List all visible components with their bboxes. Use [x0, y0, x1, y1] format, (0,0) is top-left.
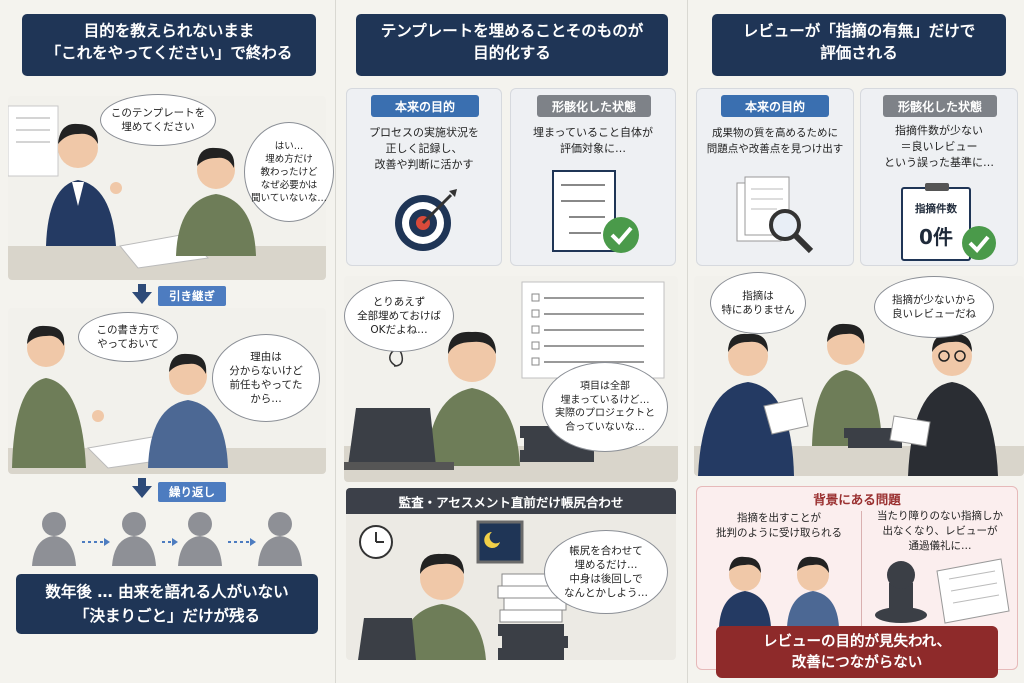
- divider: [687, 0, 688, 683]
- background-issue-title: 背景にある問題: [813, 492, 901, 507]
- down-arrow-icon: [132, 486, 152, 498]
- true-purpose-text: 成果物の質を高めるために 問題点や改善点を見つけ出す: [706, 127, 844, 155]
- flow-label-repeat: 繰り返し: [158, 482, 226, 502]
- column-review-evaluation: レビューが「指摘の有無」だけで 評価される 本来の目的 成果物の質を高めるために…: [690, 0, 1024, 683]
- handover-illustration: [8, 325, 326, 474]
- issue-criticism: 指摘を出すことが 批判のように受け取られる: [716, 512, 842, 539]
- worried-people-illustration: [719, 556, 839, 627]
- column-title: テンプレートを埋めることそのものが 目的化する: [356, 14, 668, 76]
- true-purpose-label: 本来の目的: [371, 95, 479, 117]
- review-count-value: 0件: [919, 225, 953, 249]
- checklist-done-icon: [552, 170, 639, 253]
- formalized-state-text: 指摘件数が少ない ＝良いレビュー という誤った基準に…: [884, 124, 994, 169]
- true-purpose-label: 本来の目的: [721, 95, 829, 117]
- target-icon: [395, 189, 457, 251]
- check-icon: [962, 226, 996, 260]
- column-template-handover: 目的を教えられないまま 「これをやってください」で終わる このテンプレートを 埋…: [0, 0, 334, 683]
- formalized-state-label: 形骸化した状態: [537, 95, 651, 117]
- audit-rush-illustration: [358, 520, 568, 660]
- column-template-self-purpose: テンプレートを埋めることそのものが 目的化する 本来の目的 プロセスの実施状況を…: [338, 0, 684, 683]
- thought-bubble: 帳尻を合わせて 埋めるだけ… 中身は後回しで なんとかしよう…: [544, 530, 668, 614]
- review-meeting-illustration: [694, 323, 1024, 476]
- column-conclusion: 数年後 … 由来を語れる人がいない 「決まりごと」だけが残る: [16, 574, 318, 634]
- formalized-state-label: 形骸化した状態: [883, 95, 997, 117]
- flow-arrow: [138, 478, 146, 486]
- divider: [861, 511, 862, 629]
- true-purpose-text: プロセスの実施状況を 正しく記録し、 改善や判断に活かす: [369, 126, 479, 171]
- down-arrow-icon: [132, 292, 152, 304]
- column-title: レビューが「指摘の有無」だけで 評価される: [712, 14, 1006, 76]
- review-count-label: 指摘件数: [915, 203, 957, 215]
- true-purpose-card: 本来の目的 プロセスの実施状況を 正しく記録し、 改善や判断に活かす: [346, 88, 502, 266]
- speech-bubble: 指摘が少ないから 良いレビューだね: [874, 276, 994, 338]
- review-count-board: 指摘件数 0件: [901, 183, 971, 261]
- flow-arrow: [138, 284, 146, 292]
- true-purpose-card: 本来の目的 成果物の質を高めるために 問題点や改善点を見つけ出す: [696, 88, 854, 266]
- flow-label-handover: 引き継ぎ: [158, 286, 226, 306]
- rubber-stamp-icon: [875, 558, 1010, 624]
- repeating-people-silhouettes: [32, 512, 302, 566]
- column-title: 目的を教えられないまま 「これをやってください」で終わる: [22, 14, 316, 76]
- handover-illustration: [8, 105, 326, 280]
- thought-bubble: 項目は全部 埋まっているけど… 実際のプロジェクトと 合っていないな…: [542, 362, 668, 452]
- thought-bubble: 理由は 分からないけど 前任もやってた から…: [212, 334, 320, 422]
- column-conclusion: レビューの目的が見失われ、 改善につながらない: [716, 626, 998, 678]
- divider: [335, 0, 336, 683]
- formalized-state-card: 形骸化した状態 指摘件数が少ない ＝良いレビュー という誤った基準に… 指摘件数…: [860, 88, 1018, 266]
- clip-icon: [925, 183, 949, 191]
- formalized-state-card: 形骸化した状態 埋まっていること自体が 評価対象に…: [510, 88, 676, 266]
- speech-bubble: このテンプレートを 埋めてください: [100, 94, 216, 146]
- issue-ritual: 当たり障りのない指摘しか 出なくなり、レビューが 通過儀礼に…: [877, 510, 1003, 552]
- magnifier-documents-icon: [736, 176, 814, 254]
- speech-bubble: この書き方で やっておいて: [78, 312, 178, 362]
- speech-bubble: とりあえず 全部埋めておけば OKだよね…: [344, 280, 454, 352]
- audit-rush-panel: 監査・アセスメント直前だけ帳尻合わせ 帳尻を合わせて 埋めるだけ… 中身は後回し…: [346, 488, 676, 660]
- thought-bubble: はい… 埋め方だけ 教わったけど なぜ必要かは 聞いていないな…: [244, 122, 334, 222]
- formalized-state-text: 埋まっていること自体が 評価対象に…: [532, 126, 653, 155]
- audit-rush-title: 監査・アセスメント直前だけ帳尻合わせ: [346, 488, 676, 514]
- speech-bubble: 指摘は 特にありません: [710, 272, 806, 334]
